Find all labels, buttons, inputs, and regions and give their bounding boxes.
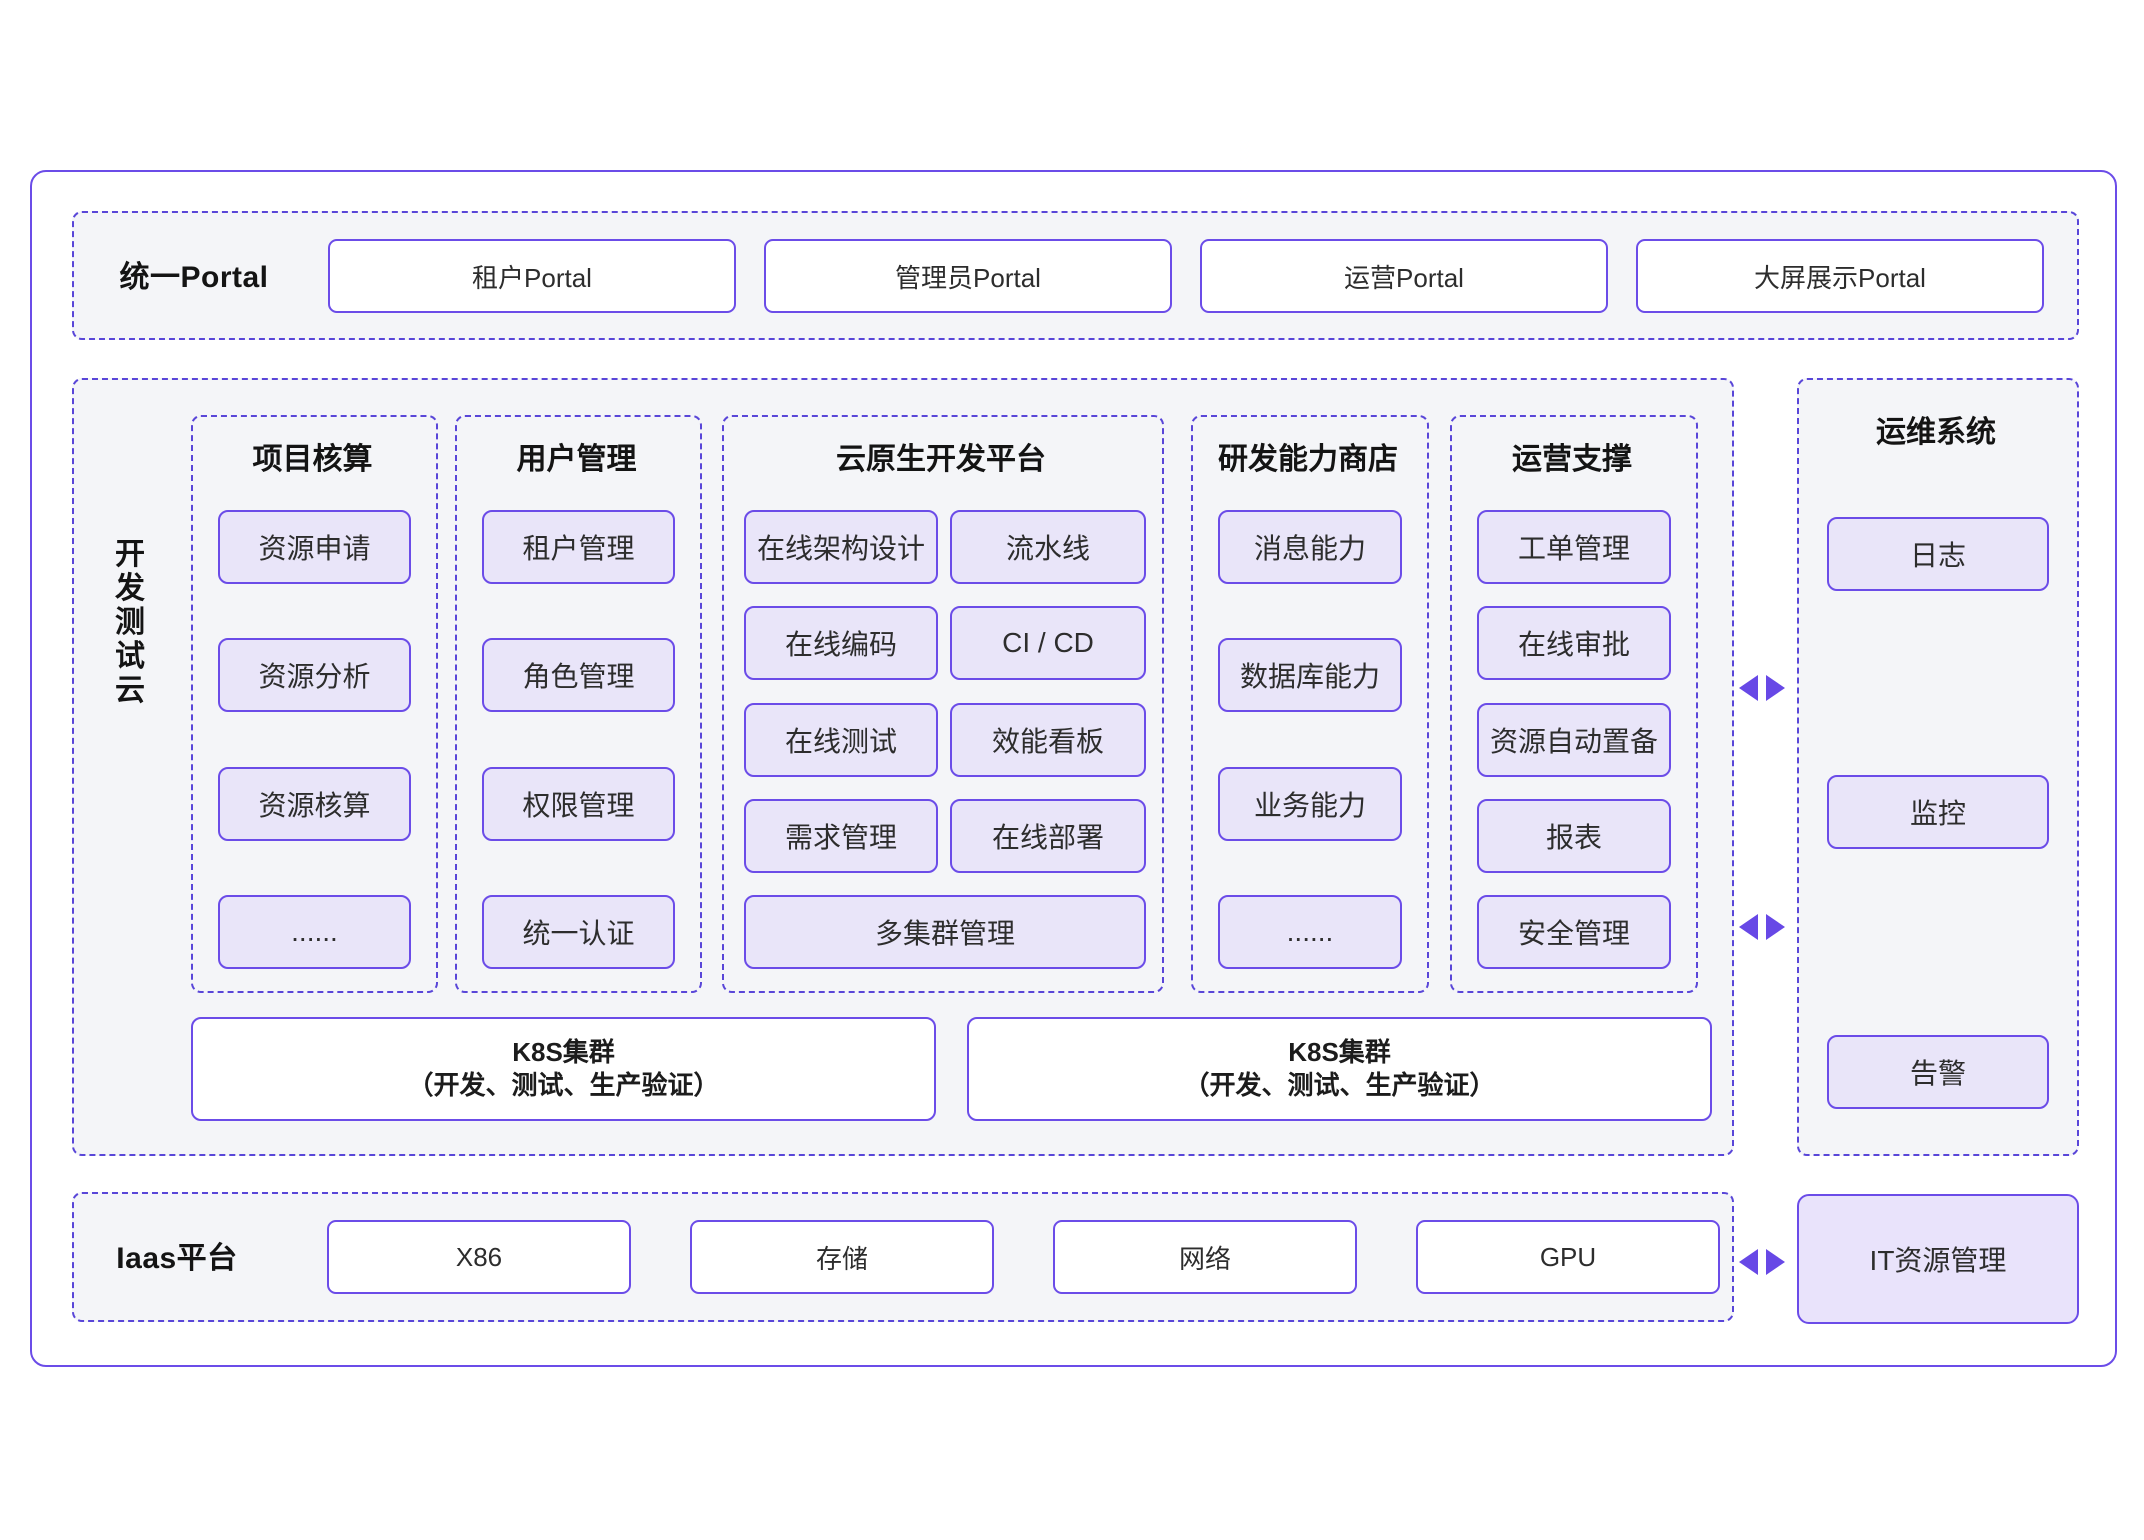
- left-right-arrows-icon: [1739, 914, 1785, 940]
- item-efficiency-dashboard: 效能看板: [950, 703, 1146, 777]
- left-right-arrows-icon: [1739, 675, 1785, 701]
- iaas-storage-box: 存储: [690, 1220, 994, 1294]
- portal-tenant-box: 租户Portal: [328, 239, 736, 313]
- iaas-x86-box: X86: [327, 1220, 631, 1294]
- item-project-more: ......: [218, 895, 411, 969]
- portal-operation-box: 运营Portal: [1200, 239, 1608, 313]
- item-report: 报表: [1477, 799, 1671, 873]
- item-resource-apply: 资源申请: [218, 510, 411, 584]
- left-arrow-icon: [1739, 675, 1758, 701]
- platform-outer-frame: 统一Portal 租户Portal 管理员Portal 运营Portal 大屏展…: [30, 170, 2117, 1367]
- right-arrow-icon: [1766, 1249, 1785, 1275]
- column-project-accounting-title: 项目核算: [252, 443, 373, 476]
- item-online-approval: 在线审批: [1477, 606, 1671, 680]
- item-tenant-management: 租户管理: [482, 510, 675, 584]
- dev-test-cloud-label: 开 发 测 试 云: [115, 538, 145, 707]
- item-auto-provisioning: 资源自动置备: [1477, 703, 1671, 777]
- item-message-capability: 消息能力: [1218, 510, 1402, 584]
- k8s-cluster-box-2: K8S集群 （开发、测试、生产验证）: [967, 1017, 1712, 1121]
- iaas-network-box: 网络: [1053, 1220, 1357, 1294]
- k8s-cluster-box-1: K8S集群 （开发、测试、生产验证）: [191, 1017, 936, 1121]
- left-right-arrows-icon: [1739, 1249, 1785, 1275]
- left-arrow-icon: [1739, 1249, 1758, 1275]
- item-alerting: 告警: [1827, 1035, 2049, 1109]
- item-business-capability: 业务能力: [1218, 767, 1402, 841]
- column-rd-capability-store-title: 研发能力商店: [1218, 443, 1398, 476]
- column-operation-support: [1450, 415, 1698, 993]
- item-capability-more: ......: [1218, 895, 1402, 969]
- ops-system-title: 运维系统: [1876, 416, 1996, 449]
- item-log: 日志: [1827, 517, 2049, 591]
- it-resource-management-box: IT资源管理: [1797, 1194, 2079, 1324]
- column-rd-capability-store: [1191, 415, 1429, 993]
- item-permission-management: 权限管理: [482, 767, 675, 841]
- item-online-coding: 在线编码: [744, 606, 938, 680]
- item-unified-auth: 统一认证: [482, 895, 675, 969]
- column-cloud-native-platform: [722, 415, 1164, 993]
- item-role-management: 角色管理: [482, 638, 675, 712]
- item-online-deployment: 在线部署: [950, 799, 1146, 873]
- item-online-arch-design: 在线架构设计: [744, 510, 938, 584]
- iaas-platform-label: Iaas平台: [116, 1242, 238, 1275]
- column-cloud-native-platform-title: 云原生开发平台: [836, 443, 1046, 476]
- portal-bigscreen-box: 大屏展示Portal: [1636, 239, 2044, 313]
- column-user-management: [455, 415, 702, 993]
- item-ci-cd: CI / CD: [950, 606, 1146, 680]
- left-arrow-icon: [1739, 914, 1758, 940]
- right-arrow-icon: [1766, 675, 1785, 701]
- item-resource-analysis: 资源分析: [218, 638, 411, 712]
- section-ops-system: [1797, 378, 2079, 1156]
- item-online-testing: 在线测试: [744, 703, 938, 777]
- column-project-accounting: [191, 415, 438, 993]
- column-user-management-title: 用户管理: [516, 443, 637, 476]
- iaas-gpu-box: GPU: [1416, 1220, 1720, 1294]
- unified-portal-label: 统一Portal: [119, 260, 269, 294]
- item-security-management: 安全管理: [1477, 895, 1671, 969]
- item-monitoring: 监控: [1827, 775, 2049, 849]
- item-work-order: 工单管理: [1477, 510, 1671, 584]
- right-arrow-icon: [1766, 914, 1785, 940]
- item-database-capability: 数据库能力: [1218, 638, 1402, 712]
- item-resource-accounting: 资源核算: [218, 767, 411, 841]
- portal-admin-box: 管理员Portal: [764, 239, 1172, 313]
- item-multi-cluster-management: 多集群管理: [744, 895, 1146, 969]
- item-requirement-management: 需求管理: [744, 799, 938, 873]
- column-operation-support-title: 运营支撑: [1512, 443, 1632, 476]
- item-pipeline: 流水线: [950, 510, 1146, 584]
